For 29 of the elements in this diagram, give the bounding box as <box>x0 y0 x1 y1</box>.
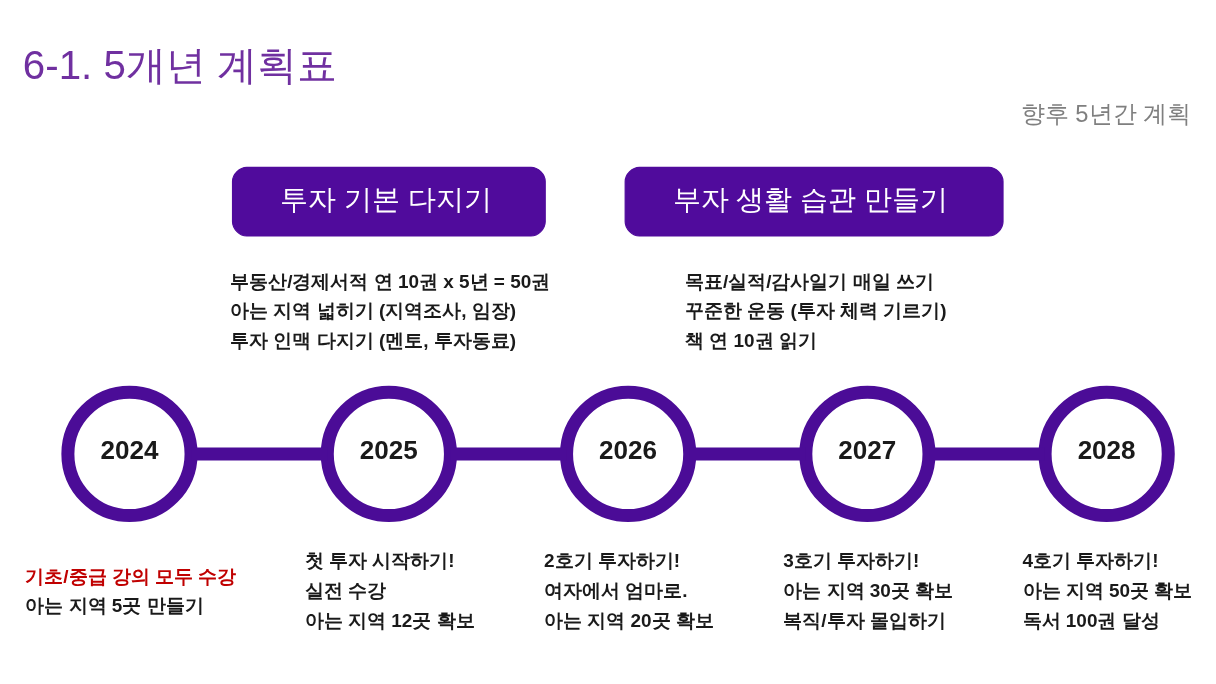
node-label: 책 연 10권 읽기 <box>684 330 817 352</box>
node-circle: 2028 <box>1038 385 1175 523</box>
node-circle: 2026 <box>560 385 697 523</box>
node-circle: 2025 <box>320 385 457 523</box>
node-label: 2호기 투자하기! <box>544 550 681 572</box>
node-label: 꾸준한 운동 (투자 체력 기르기) <box>684 300 947 322</box>
node-label: 여자에서 엄마로. <box>544 580 688 602</box>
node-box: 투자 기본 다지기 <box>231 166 546 237</box>
node-label: 3호기 투자하기! <box>783 550 920 572</box>
node-label: 실전 수강 <box>304 580 387 602</box>
node-label: 4호기 투자하기! <box>1022 550 1159 572</box>
node-label: 첫 투자 시작하기! <box>304 550 455 572</box>
label: 향후 5년간 계획 <box>1020 101 1192 128</box>
node-label: 기초/중급 강의 모두 수강 <box>25 565 237 587</box>
node-label: 아는 지역 5곳 만들기 <box>25 595 204 617</box>
node-label: 투자 인맥 다지기 (멘토, 투자동료) <box>230 330 517 352</box>
node-label: 아는 지역 20곳 확보 <box>544 609 714 631</box>
node-box: 부자 생활 습관 만들기 <box>624 166 1004 237</box>
node-circle: 2024 <box>61 385 198 523</box>
node-label: 복직/투자 몰입하기 <box>783 609 946 631</box>
node-label: 부동산/경제서적 연 10권 x 5년 = 50권 <box>230 270 551 292</box>
node-label: 아는 지역 50곳 확보 <box>1022 580 1193 602</box>
diagram-title: 6-1. 5개년 계획표 <box>22 42 338 88</box>
node-label: 목표/실적/감사일기 매일 쓰기 <box>684 270 935 292</box>
node-label: 아는 지역 넓히기 (지역조사, 임장) <box>230 300 517 322</box>
node-label: 독서 100권 달성 <box>1022 609 1160 631</box>
node-label: 아는 지역 12곳 확보 <box>304 609 475 631</box>
node-label: 아는 지역 30곳 확보 <box>783 580 954 602</box>
node-circle: 2027 <box>799 385 936 523</box>
